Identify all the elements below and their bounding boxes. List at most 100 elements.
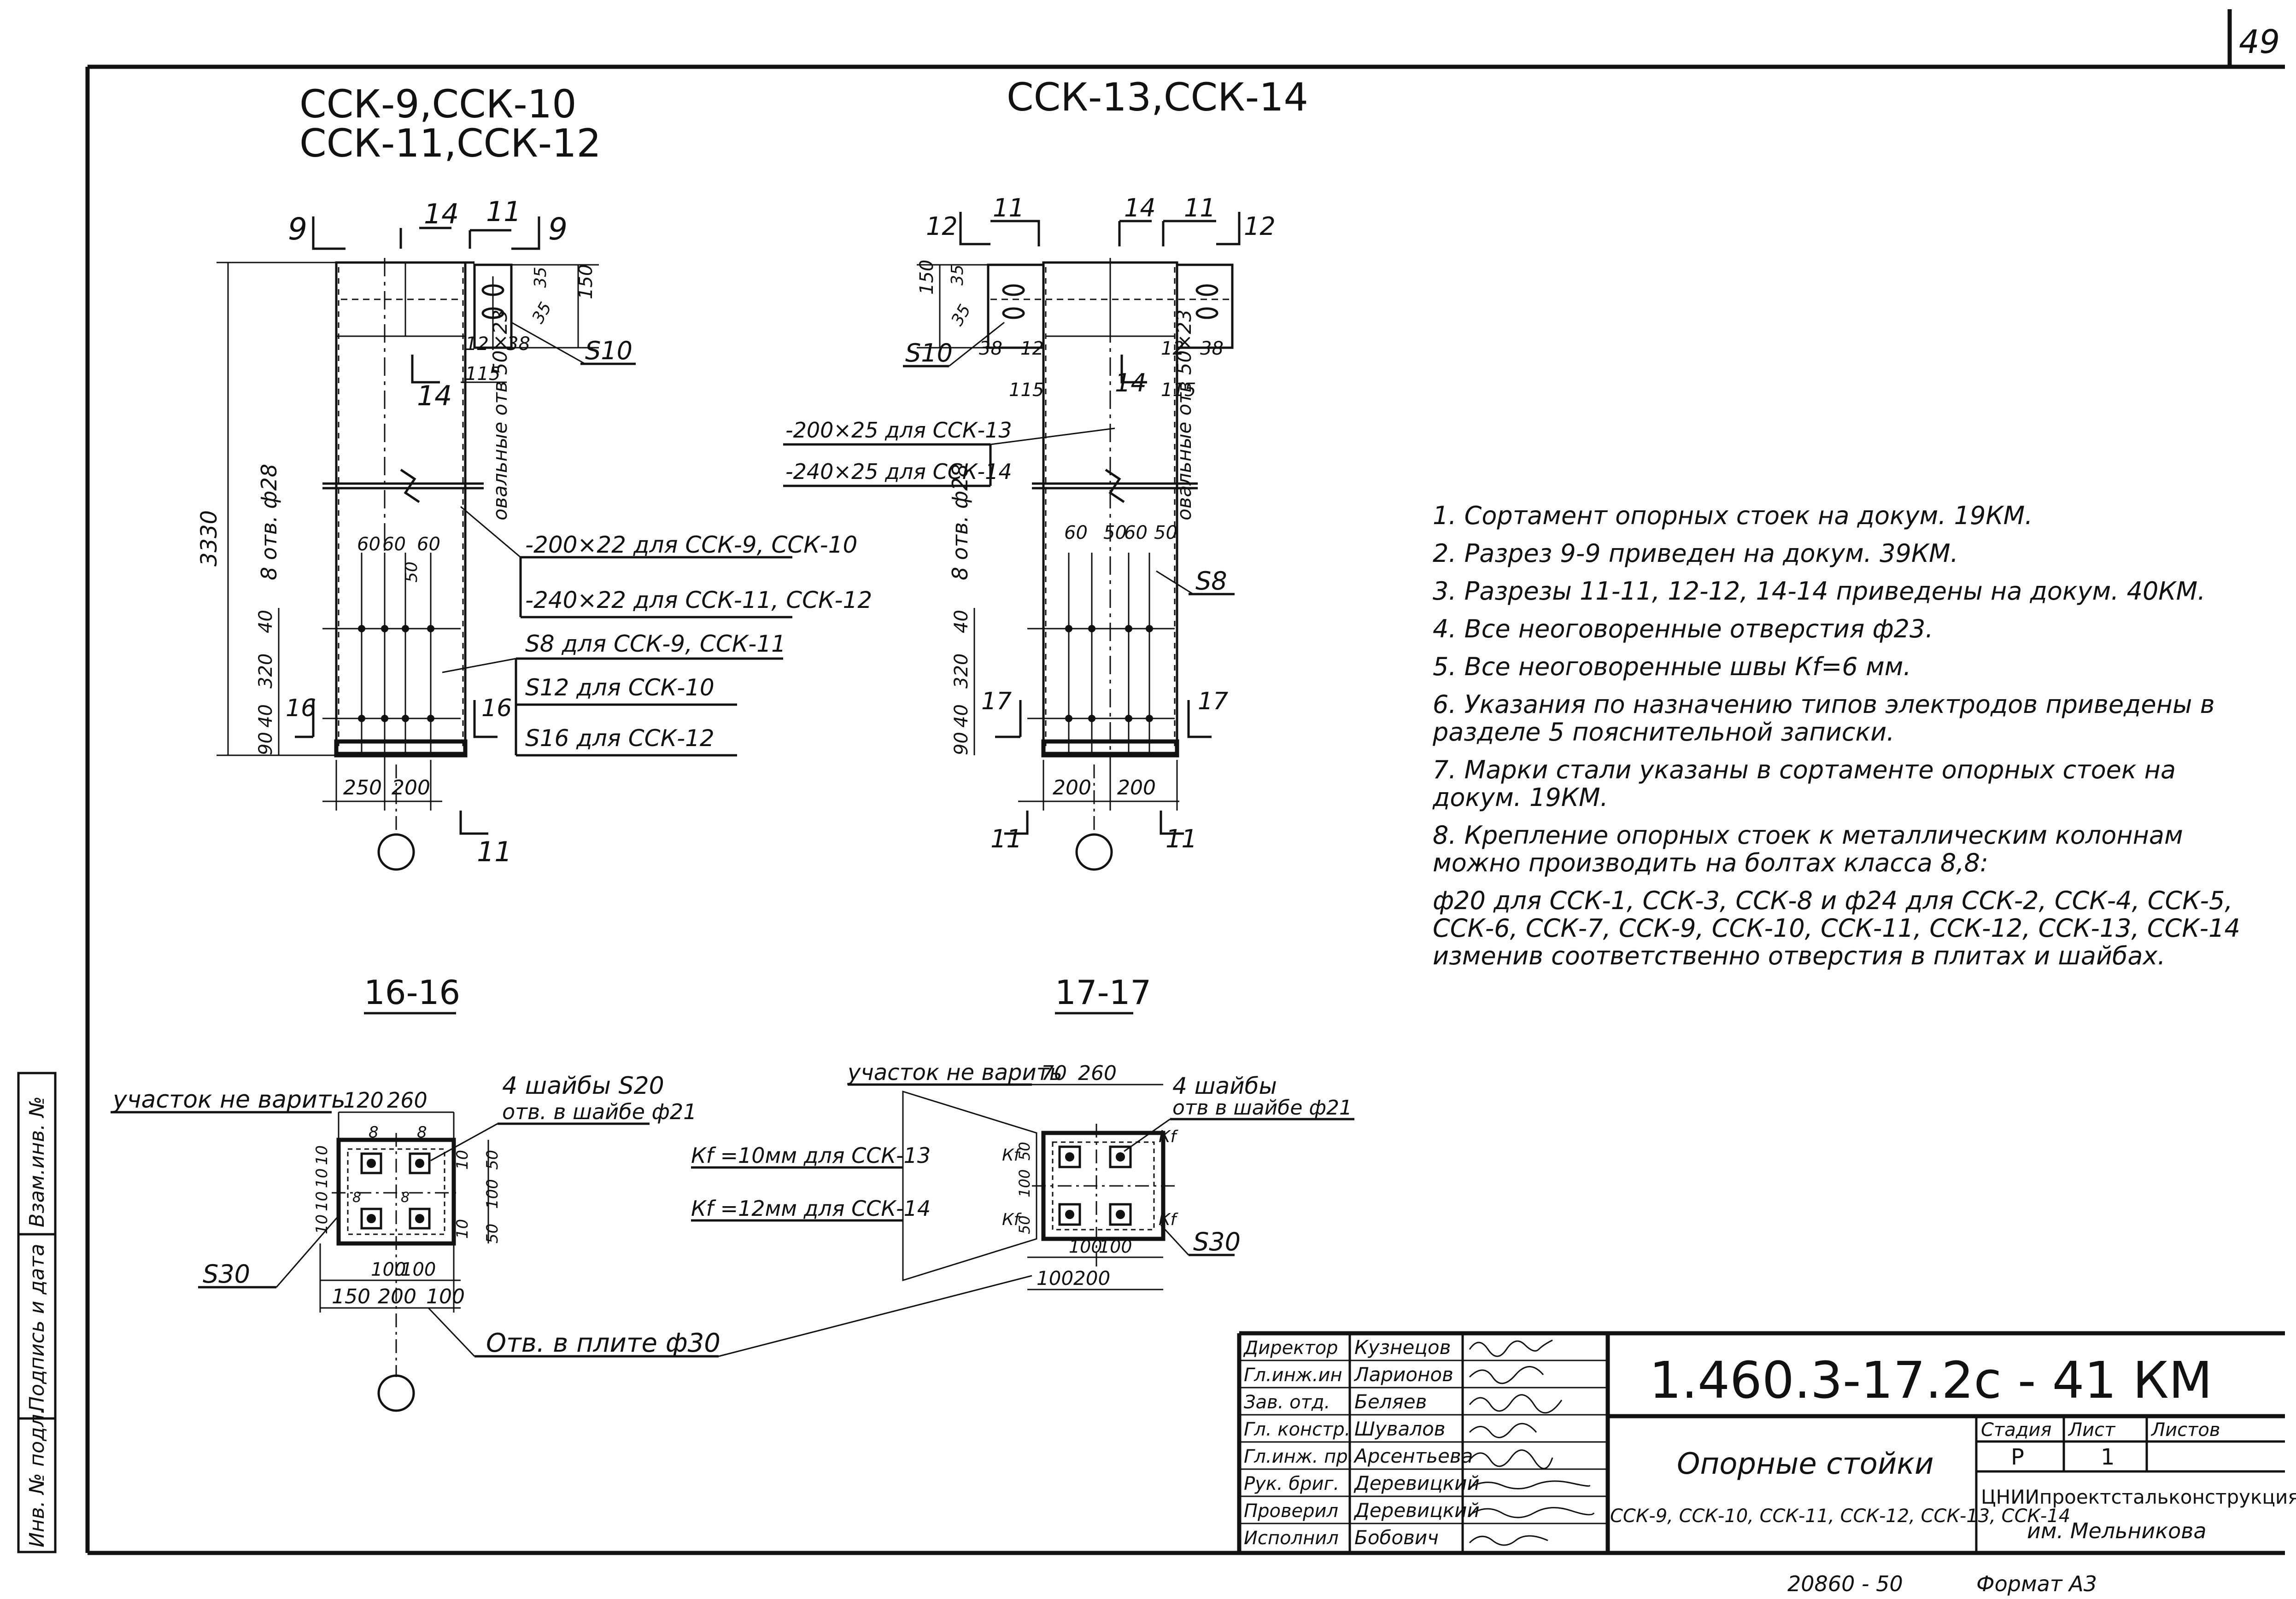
dim-40: 40 [255, 610, 276, 633]
role-3: Гл. констр. [1244, 1419, 1350, 1440]
name-1: Ларионов [1353, 1363, 1453, 1386]
note-5: 5. Все неоговоренные швы Кf=6 мм. [1433, 652, 1911, 681]
label-plate-1-left: -200×22 для ССК-9, ССК-10 [525, 531, 857, 558]
dim-50a: 50 [483, 1150, 502, 1170]
label-s10-left: S10 [585, 336, 633, 365]
dim-50r1: 50 [1103, 522, 1127, 543]
washer [1109, 1145, 1132, 1168]
dim-100c: 100 [426, 1285, 465, 1308]
stamp-vzam: Взам.инв. № [25, 1096, 49, 1227]
label-plate-1-right: -200×25 для ССК-13 [785, 418, 1012, 443]
dim-100-17b: 100 [1069, 1237, 1102, 1257]
oval-hole [1195, 307, 1218, 319]
section-16: 16-16 участок не варить 120 260 4 шайбы … [111, 973, 1032, 1412]
dim-200-17: 200 [1073, 1267, 1110, 1290]
dim-200r1: 200 [1053, 776, 1091, 800]
dim-100b: 100 [401, 1259, 436, 1280]
washer [360, 1208, 382, 1230]
right-elevation: 40 320 40 90 8 отв. ф28 60 50 60 50 200 … [783, 193, 1276, 871]
cut-16-left: 16 [286, 694, 316, 722]
name-2: Беляев [1354, 1390, 1427, 1413]
dim-115r2: 115 [1161, 379, 1196, 401]
dim-90r: 90 [951, 732, 972, 755]
dim-120: 120 [343, 1088, 384, 1113]
cut-9-right: 9 [548, 211, 568, 247]
name-6: Деревицкий [1353, 1499, 1480, 1522]
label-s8-right: S8 [1195, 566, 1227, 595]
dim-150: 150 [575, 264, 597, 299]
dim-8c: 8 [352, 1190, 361, 1206]
label-no-weld-16: участок не варить [112, 1086, 346, 1114]
dim-260-17: 260 [1078, 1062, 1117, 1085]
label-s8-left: S8 для ССК-9, ССК-11 [525, 630, 786, 657]
cut-9-left: 9 [288, 211, 307, 247]
holes-label: 8 отв. ф28 [257, 464, 281, 580]
role-7: Исполнил [1244, 1528, 1339, 1549]
label-s16-left: S16 для ССК-12 [525, 725, 715, 752]
dim-8b: 8 [417, 1123, 427, 1142]
stage-value: Р [2011, 1444, 2024, 1470]
signatures [1469, 1339, 1595, 1546]
section-17-title: 17-17 [1055, 973, 1151, 1012]
left-view-title-1: ССК-9,ССК-10 [299, 82, 577, 127]
note-6: 6. Указания по назначению типов электрод… [1433, 690, 2215, 747]
dim-100-17d: 100 [1037, 1267, 1073, 1290]
role-1: Гл.инж.ин [1244, 1365, 1342, 1386]
label-plate-2-left: -240×22 для ССК-11, ССК-12 [525, 587, 872, 613]
stage-label: Стадия [1981, 1419, 2051, 1441]
label-s30-16: S30 [203, 1260, 250, 1289]
name-5: Деревицкий [1353, 1472, 1480, 1494]
label-oval-right: овальные отв 50×23 [1173, 309, 1195, 520]
note-7: 7. Марки стали указаны в сортаменте опор… [1433, 755, 2176, 812]
label-s10-right: S10 [905, 338, 953, 368]
label-plate-holes: Отв. в плите ф30 [486, 1328, 720, 1358]
dim-60b: 60 [382, 534, 406, 555]
role-6: Проверил [1244, 1500, 1338, 1522]
label-weld-14: Кf =12мм для ССК-14 [691, 1196, 931, 1221]
washer [360, 1152, 382, 1174]
dim-70: 70 [1041, 1062, 1067, 1085]
dim-260: 260 [387, 1088, 428, 1113]
right-top-plate-left [987, 263, 1045, 349]
dim-115r1: 115 [1009, 379, 1044, 401]
dim-12: 12 [465, 333, 489, 355]
left-view-title-2: ССК-11,ССК-12 [299, 121, 601, 166]
dim-10f: 10 [453, 1219, 472, 1239]
dim-100-17a: 100 [1016, 1169, 1033, 1197]
label-washer-holes-17: отв в шайбе ф21 [1172, 1096, 1352, 1120]
cut-11-r-bottom-right: 11 [1166, 824, 1197, 853]
organization: ЦНИИпроектстальконструкция [1981, 1486, 2296, 1508]
note-2: 2. Разрез 9-9 приведен на докум. 39КМ. [1433, 539, 1958, 568]
label-washers-17: 4 шайбы [1172, 1073, 1277, 1099]
note-8-continued: ф20 для ССК-1, ССК-3, ССК-8 и ф24 для СС… [1433, 886, 2240, 970]
cut-14-top: 14 [424, 198, 459, 230]
right-view-title: ССК-13,ССК-14 [1007, 75, 1308, 120]
dim-38r2: 38 [1200, 338, 1224, 359]
role-0: Директор [1243, 1337, 1338, 1359]
oval-hole [1002, 307, 1025, 319]
cut-11-bottom: 11 [477, 836, 512, 868]
washer [1058, 1145, 1081, 1168]
dim-60a: 60 [357, 534, 381, 555]
note-4: 4. Все неоговоренные отверстия ф23. [1433, 614, 1933, 643]
dim-12r2: 12 [1161, 338, 1184, 359]
left-elevation: 3330 40 320 40 90 8 отв. ф28 60 60 60 50… [196, 196, 872, 871]
dim-60r1: 60 [1064, 522, 1088, 543]
cut-11-r-bottom-left: 11 [990, 824, 1022, 853]
washer [1109, 1203, 1132, 1226]
dim-40b: 40 [255, 704, 276, 728]
dim-50: 50 [402, 561, 421, 583]
label-weld-13: Кf =10мм для ССК-13 [691, 1143, 931, 1168]
cut-11-r-top-right: 11 [1184, 193, 1216, 222]
dim-200: 200 [392, 776, 430, 800]
drawing-title: Опорные стойки [1677, 1447, 1934, 1481]
dim-60r2: 60 [1124, 522, 1148, 543]
label-s30-17: S30 [1193, 1227, 1241, 1256]
dim-50-17a: 50 [1016, 1142, 1033, 1161]
washer [1058, 1203, 1081, 1226]
label-oval-left: овальные отв 50×23 [489, 309, 511, 520]
dim-10a: 10 [313, 1145, 331, 1165]
label-washer-holes-16: отв. в шайбе ф21 [502, 1099, 697, 1124]
note-8: 8. Крепление опорных стоек к металлическ… [1433, 821, 2183, 877]
role-4: Гл.инж. пр. [1244, 1446, 1353, 1467]
